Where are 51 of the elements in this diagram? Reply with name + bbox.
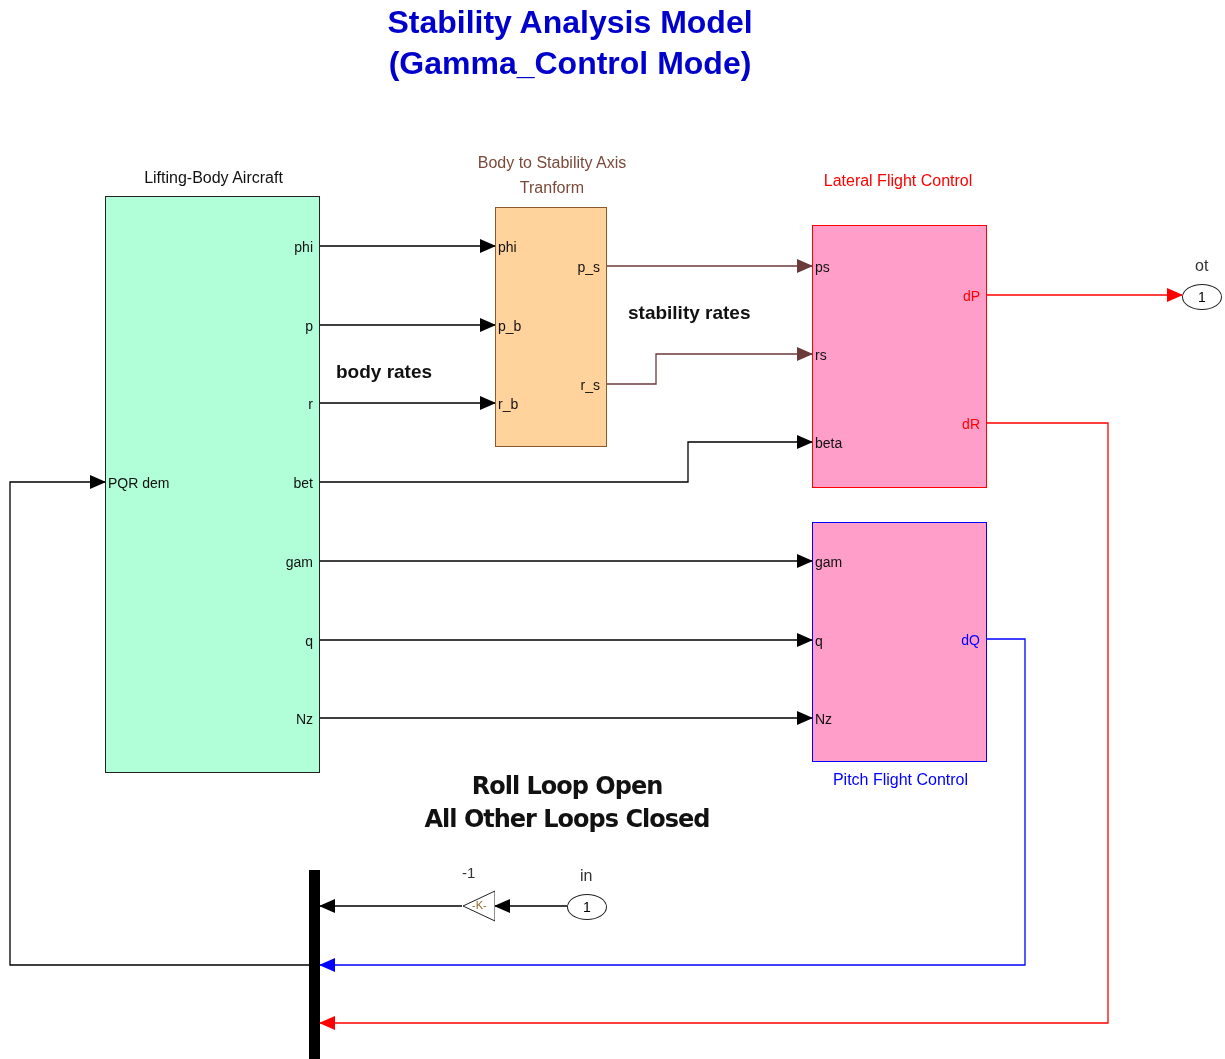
- signal-line: [986, 288, 1183, 302]
- diagram-title: Stability Analysis Model (Gamma_Control Mode): [386, 3, 754, 83]
- port-label: r_s: [580, 376, 600, 394]
- block-title: Body to Stability Axis Tranform: [476, 153, 628, 198]
- annotation-text: All Other Loops Closed: [423, 804, 711, 835]
- gain-value: -K-: [472, 898, 487, 912]
- annotation-text: stability rates: [628, 301, 751, 325]
- signal-line: [606, 259, 813, 273]
- annotation-text: Roll Loop Open: [470, 771, 664, 802]
- port-label: Nz: [295, 710, 313, 728]
- block-title: Lifting-Body Aircraft: [143, 168, 284, 188]
- port-label: phi: [294, 238, 313, 256]
- port-label: q: [815, 632, 823, 650]
- port-label: q: [305, 632, 313, 650]
- signal-line: [319, 239, 496, 253]
- signal-line: [319, 396, 496, 410]
- mux-bar: [309, 870, 320, 1059]
- gain-label: -1: [462, 863, 476, 883]
- port-label: rs: [815, 346, 827, 364]
- port-label: PQR dem: [108, 474, 170, 492]
- port-label: beta: [815, 434, 843, 452]
- block-title: Pitch Flight Control: [831, 770, 970, 790]
- port-label: p: [305, 317, 313, 335]
- signal-line: [319, 318, 496, 332]
- signal-line: [319, 638, 1026, 972]
- signal-line: [606, 347, 813, 385]
- signal-line: [319, 899, 463, 913]
- signal-line: [9, 475, 310, 966]
- port-label: Nz: [815, 710, 833, 728]
- port-name: ot: [1195, 258, 1209, 274]
- port-label: gam: [285, 553, 313, 571]
- signal-line: [319, 554, 813, 568]
- signal-line: [319, 435, 813, 483]
- port-label: r: [308, 395, 313, 413]
- signal-line: [319, 422, 1109, 1030]
- port-label: r_b: [498, 395, 519, 413]
- port-name: in: [580, 868, 593, 884]
- signal-line: [319, 711, 813, 725]
- port-label: bet: [293, 474, 313, 492]
- annotation-text: body rates: [336, 360, 433, 384]
- port-label: gam: [815, 553, 843, 571]
- port-label: ps: [815, 258, 830, 276]
- port-label: dR: [962, 415, 980, 433]
- port-label: p_b: [498, 317, 522, 335]
- port-label: p_s: [577, 258, 600, 276]
- signal-line: [494, 899, 568, 913]
- block-title: Lateral Flight Control: [823, 171, 973, 191]
- port-label: phi: [498, 238, 517, 256]
- signal-line: [319, 633, 813, 647]
- port-label: dQ: [961, 631, 980, 649]
- port-label: dP: [962, 287, 980, 305]
